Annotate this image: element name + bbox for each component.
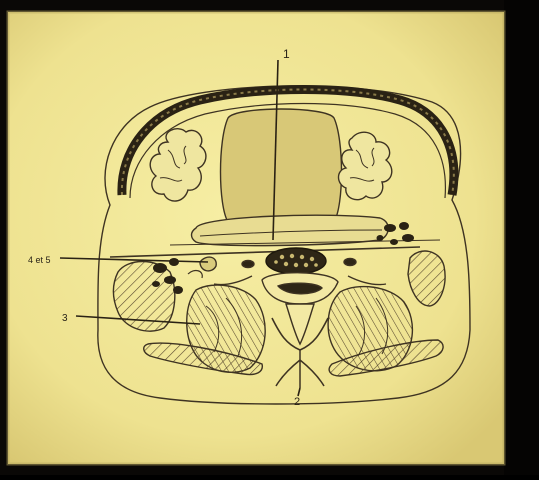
- airway-box: [221, 109, 342, 230]
- label-3: 3: [62, 313, 68, 324]
- label-2: 2: [294, 396, 300, 408]
- label-1: 1: [283, 47, 290, 61]
- label-4-5: 4 et 5: [28, 255, 51, 265]
